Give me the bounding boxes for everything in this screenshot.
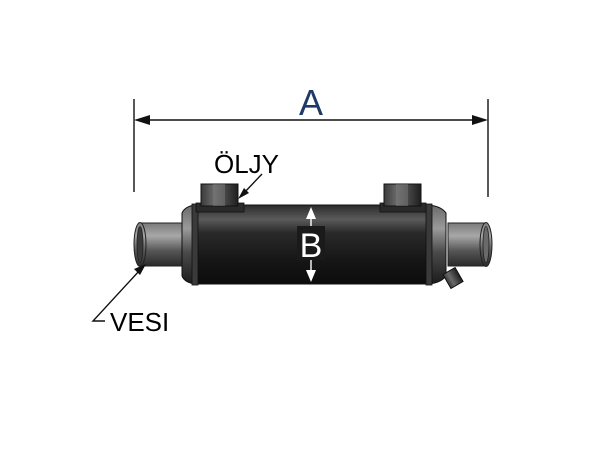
dimension-a-label: A <box>299 82 323 123</box>
drain-plug <box>442 266 464 290</box>
oil-port-left <box>195 183 245 213</box>
oil-callout: ÖLJY <box>214 149 279 199</box>
dimension-b-top-arrow-icon <box>306 207 316 219</box>
water-pipe-left <box>133 222 183 267</box>
water-leader-line <box>91 269 141 322</box>
oil-leader-arrow-icon <box>238 188 249 199</box>
dimension-b: B <box>297 207 325 282</box>
oil-port-right <box>379 183 427 213</box>
dimension-a-left-arrow-icon <box>134 115 150 125</box>
dimension-b-label: B <box>300 227 323 265</box>
oil-label: ÖLJY <box>214 149 279 179</box>
water-leader-arrow-icon <box>134 264 146 275</box>
dimension-a-right-arrow-icon <box>472 115 488 125</box>
water-callout: VESI <box>91 264 169 337</box>
dimension-b-bottom-arrow-icon <box>306 270 316 282</box>
water-label: VESI <box>110 307 169 337</box>
water-pipe-right <box>447 222 493 267</box>
dimension-a: A <box>133 82 489 197</box>
